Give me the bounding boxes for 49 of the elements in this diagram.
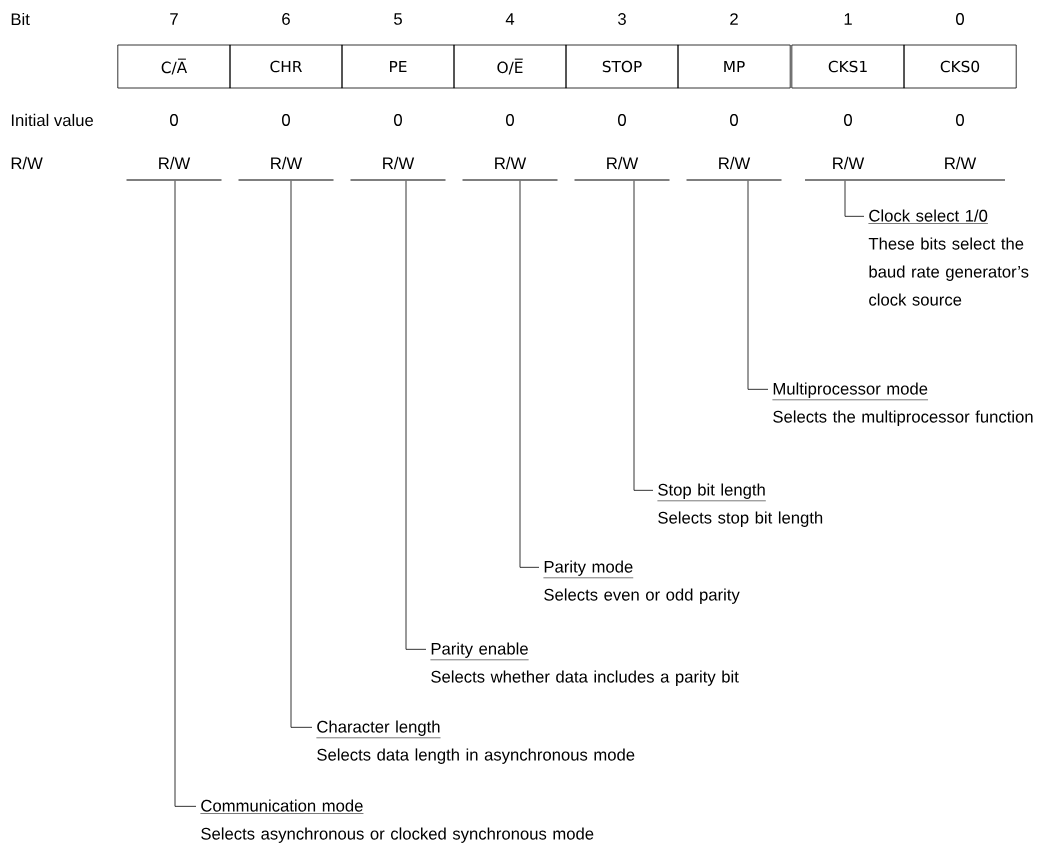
register-cell: CHR	[229, 44, 343, 89]
register-cell: CKS0	[903, 44, 1017, 89]
row-label: Bit	[11, 12, 30, 26]
bit-value: 6	[282, 13, 290, 25]
register-cell: C/A̅	[117, 44, 231, 89]
bit-value: 2	[730, 13, 738, 25]
bit-value: R/W	[495, 156, 527, 170]
register-cell: CKS1	[791, 44, 905, 89]
bit-value: 0	[844, 114, 852, 126]
bit-description: Multiprocessor mode Selects the multiprocessor function	[772, 382, 1033, 426]
leader-line	[174, 180, 197, 807]
bit-description: Clock select 1/0 These bits select the baud rate generator’s clock source	[868, 209, 1029, 306]
bit-description: Character length Selects data length in asynchronous mode	[316, 720, 635, 764]
register-cell: PE	[341, 44, 455, 89]
leader-line	[290, 180, 313, 728]
bit-value: R/W	[159, 156, 191, 170]
bit-value: 0	[618, 114, 626, 126]
leader-line	[747, 180, 769, 390]
bit-description: Communication mode Selects asynchronous or clocked synchronous mode	[200, 799, 594, 843]
bit-value: 5	[394, 13, 402, 25]
bit-value: R/W	[833, 156, 865, 170]
bit-value: 0	[730, 114, 738, 126]
bit-value: 0	[956, 13, 964, 25]
bit-value: 4	[505, 13, 515, 25]
register-cell: STOP	[565, 44, 679, 89]
bit-description: Parity mode Selects even or odd parity	[543, 560, 740, 604]
bit-value: R/W	[945, 156, 977, 170]
leader-line	[519, 180, 540, 568]
bit-value: R/W	[271, 156, 303, 170]
leader-line	[633, 180, 654, 491]
bit-description: Parity enable Selects whether data includes a parity bit	[430, 642, 739, 686]
bit-value: 0	[282, 114, 290, 126]
bit-value: 1	[844, 13, 852, 25]
row-label: Initial value	[11, 113, 93, 127]
bit-value: R/W	[383, 156, 415, 170]
bit-value: 0	[956, 114, 964, 126]
row-label: R/W	[11, 156, 43, 170]
bit-value: 3	[618, 13, 626, 25]
bit-value: 0	[506, 114, 514, 126]
bit-value: 7	[170, 13, 178, 25]
bit-description: Stop bit length Selects stop bit length	[657, 483, 823, 527]
bit-value: 0	[170, 114, 178, 126]
bit-value: R/W	[719, 156, 751, 170]
register-cell: O/E̅	[453, 44, 567, 89]
bit-value: 0	[394, 114, 402, 126]
register-cell: MP	[677, 44, 791, 89]
bit-value: R/W	[607, 156, 639, 170]
leader-line	[405, 180, 427, 650]
leader-line	[844, 180, 865, 217]
